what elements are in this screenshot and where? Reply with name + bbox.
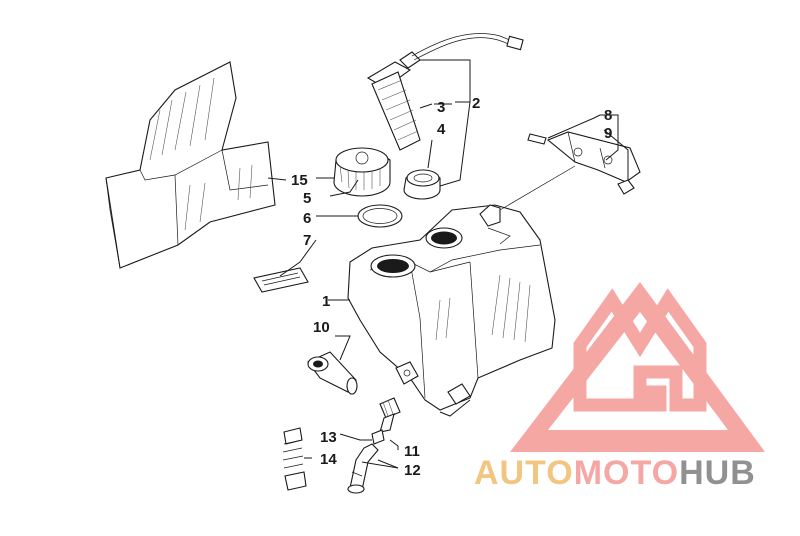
spring-part [282,427,307,491]
fuel-sender-part [366,33,524,151]
callout-8: 8 [604,107,612,124]
bracket-bolt-part [527,133,547,145]
watermark-g-mark [573,288,707,412]
watermark-triangle [510,282,765,452]
svg-text:AUTOMOTOHUB: AUTOMOTOHUB [474,454,756,492]
cap-gasket-part [357,204,403,228]
leader-lines [267,59,629,469]
vent-valve-part [307,351,358,395]
callout-14: 14 [320,451,337,468]
callout-numbers: 1 2 3 4 5 6 7 8 9 10 11 12 13 14 15 [291,95,612,479]
callout-13: 13 [320,429,337,446]
callout-10: 10 [313,319,330,336]
watermark-hub: HUB [679,454,756,492]
decal-part [253,267,309,293]
fuel-tank-part [347,204,556,411]
callout-7: 7 [303,232,311,249]
callout-1: 1 [322,293,330,310]
callout-2: 2 [472,95,480,112]
callout-15: 15 [291,172,308,189]
callout-3: 3 [437,99,445,116]
callout-4: 4 [437,121,446,138]
watermark-moto: MOTO [574,454,679,492]
callout-12: 12 [404,462,421,479]
fuel-fitting-part [371,397,401,445]
callout-9: 9 [604,125,612,142]
callout-11: 11 [404,443,420,460]
watermark-auto: AUTO [474,454,574,492]
grommet-part [403,169,441,200]
fuel-hose-part [347,443,379,494]
watermark-logo: AUTOMOTOHUB [474,282,765,492]
callout-5: 5 [303,190,311,207]
bracket-nut-part [617,179,635,195]
heat-shield-part [105,61,276,269]
filler-cap-part [333,147,391,197]
bracket-guide-line [499,165,576,211]
tank-bracket-part [527,131,641,195]
callout-6: 6 [303,210,311,227]
